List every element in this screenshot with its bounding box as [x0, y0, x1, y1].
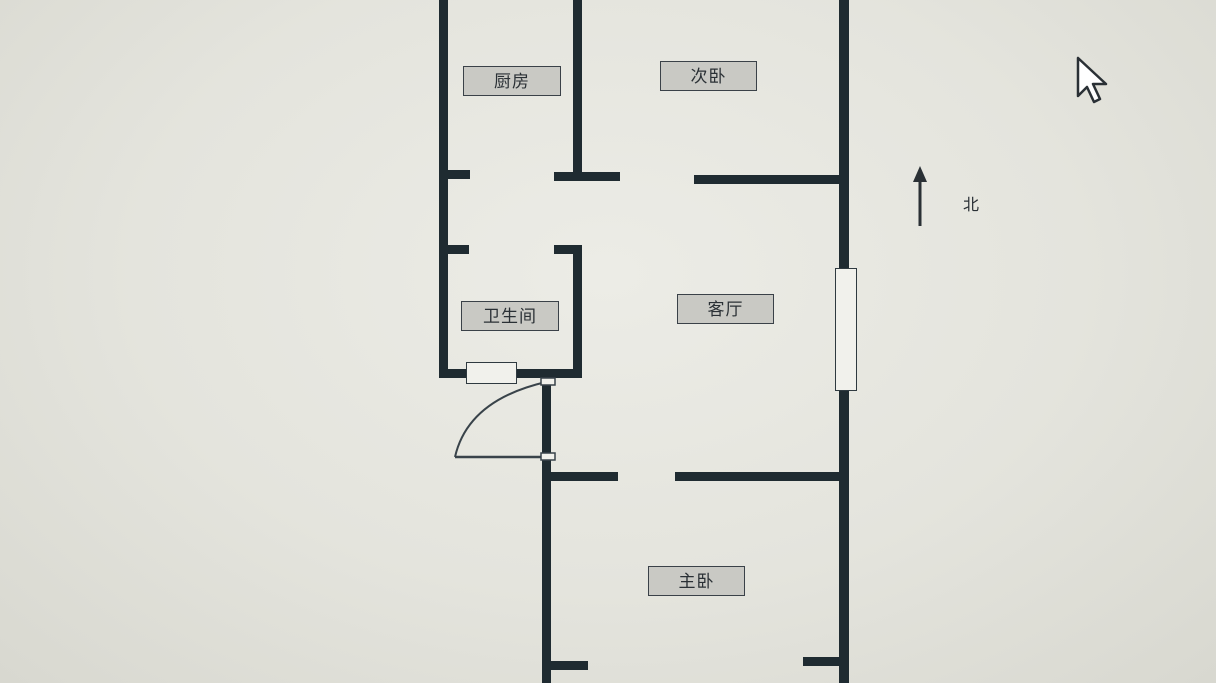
kitchen-label: 厨房: [463, 66, 561, 96]
wall-bath-top-right: [554, 245, 582, 254]
wall-bath-bottom-left: [439, 369, 469, 378]
wall-entrance-upper: [542, 378, 551, 458]
mouse-pointer-icon: [1076, 56, 1108, 104]
wall-master-stub-left: [542, 661, 588, 670]
wall-living-bottom-left: [542, 472, 618, 481]
living-room-label: 客厅: [677, 294, 774, 324]
wall-kitchen-divider: [573, 0, 582, 172]
master-bedroom-label: 主卧: [648, 566, 745, 596]
wall-bath-right: [573, 245, 582, 378]
living-room-window: [835, 268, 857, 391]
wall-left-upper: [439, 0, 448, 378]
wall-master-stub-right: [803, 657, 845, 666]
wall-kitchen-stub-left: [439, 170, 470, 179]
bathroom-window: [466, 362, 517, 384]
wall-kitchen-stub-right: [554, 172, 620, 181]
wall-living-bottom-right: [675, 472, 845, 481]
door-arc: [454, 381, 547, 458]
bathroom-label: 卫生间: [461, 301, 559, 331]
wall-bath-top-left: [439, 245, 469, 254]
wall-right-upper: [839, 0, 849, 270]
north-label: 北: [963, 195, 980, 214]
wall-entrance-lower: [542, 458, 551, 683]
wall-bath-bottom-right: [512, 369, 582, 378]
wall-right-lower: [839, 390, 849, 683]
north-arrow-icon: [913, 166, 927, 226]
wall-bedroom2-bottom: [694, 175, 844, 184]
second-bedroom-label: 次卧: [660, 61, 757, 91]
